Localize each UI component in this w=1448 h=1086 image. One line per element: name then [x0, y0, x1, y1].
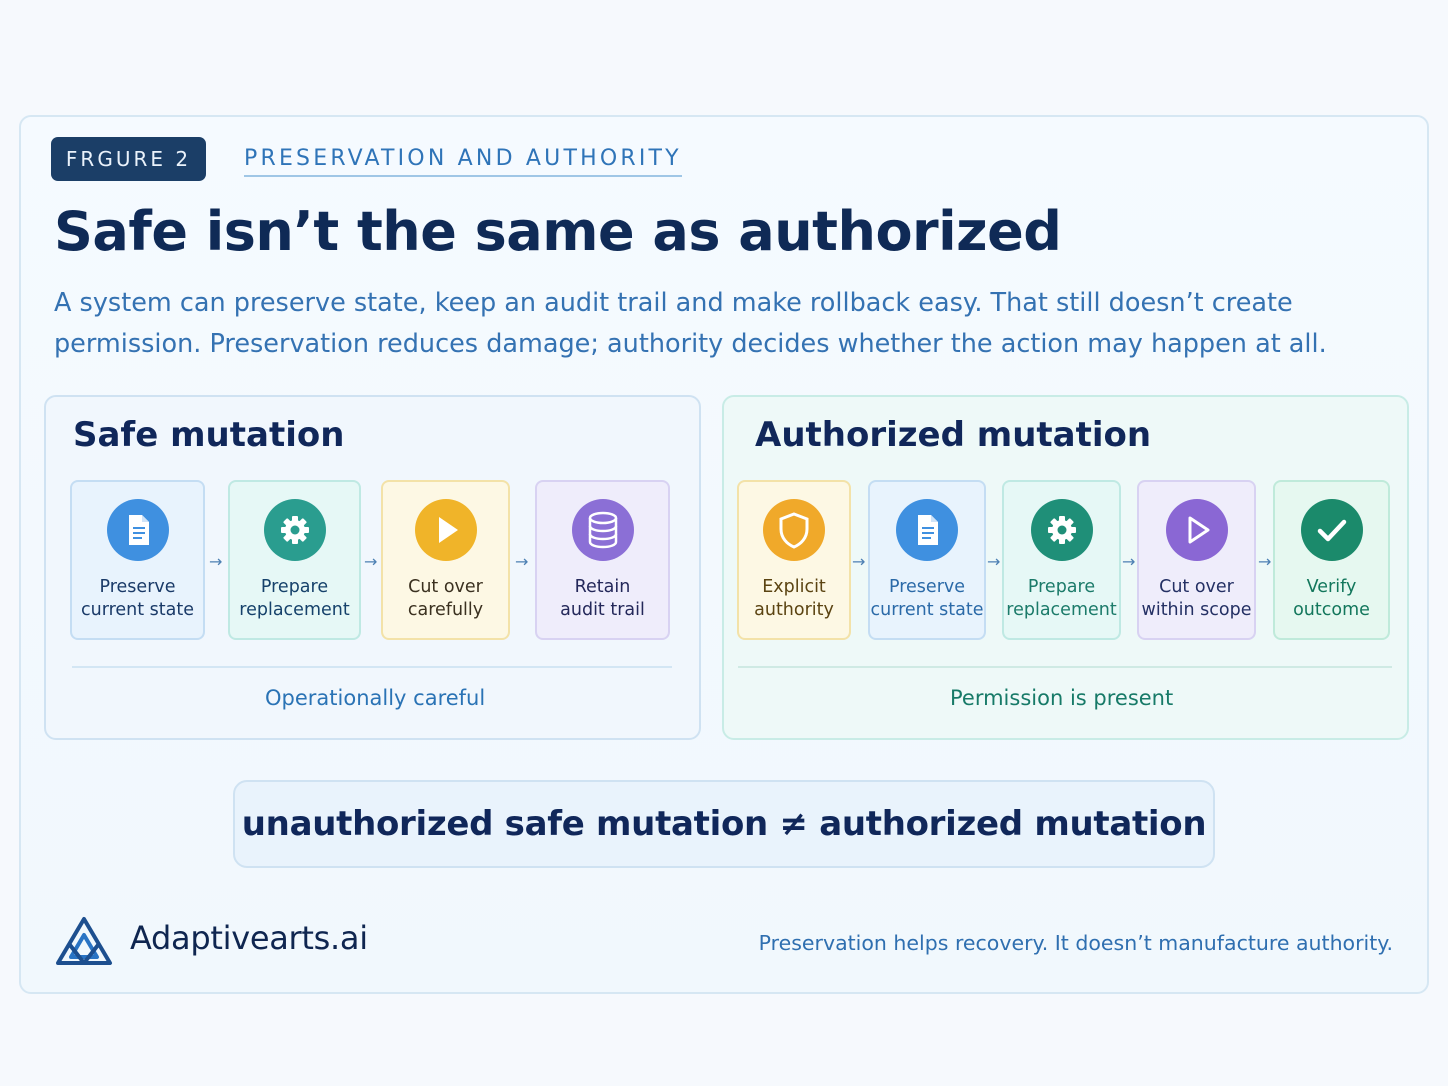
safe-step-cutover: Cut over carefully: [381, 480, 510, 640]
play-outline-icon: [1165, 499, 1228, 561]
safe-step-prepare: Prepare replacement: [228, 480, 361, 640]
arrow-right-icon: →: [209, 552, 223, 571]
auth-step-authority-label: Explicit authority: [754, 577, 834, 620]
inequality-statement: unauthorized safe mutation ≠ authorized …: [233, 780, 1215, 868]
arrow-right-icon: →: [364, 552, 378, 571]
safe-panel-caption: Operationally careful: [265, 686, 486, 710]
safe-step-preserve: Preserve current state: [70, 480, 205, 640]
auth-step-preserve-label: Preserve current state: [870, 577, 984, 620]
document-icon: [106, 499, 169, 561]
figure-subtitle: A system can preserve state, keep an aud…: [54, 288, 1327, 359]
arrow-right-icon: →: [987, 552, 1001, 571]
safe-step-prepare-label: Prepare replacement: [239, 577, 350, 620]
safe-step-retain-label: Retain audit trail: [560, 577, 645, 620]
database-icon: [571, 499, 634, 561]
play-icon: [414, 499, 477, 561]
gear-icon: [1030, 499, 1093, 561]
safe-panel-title: Safe mutation: [73, 415, 345, 455]
safe-step-retain: Retain audit trail: [535, 480, 670, 640]
auth-step-cutover-label: Cut over within scope: [1141, 577, 1252, 620]
auth-step-preserve: Preserve current state: [868, 480, 986, 640]
auth-panel-caption: Permission is present: [950, 686, 1174, 710]
auth-step-cutover: Cut over within scope: [1137, 480, 1256, 640]
safe-panel-divider: [72, 666, 672, 668]
auth-step-verify-label: Verify outcome: [1293, 577, 1370, 620]
figure-label: FRGURE 2: [51, 137, 206, 181]
auth-panel-divider: [738, 666, 1392, 668]
shield-icon: [763, 499, 825, 561]
arrow-right-icon: →: [1122, 552, 1136, 571]
adaptivearts-logo-icon: [52, 915, 116, 967]
document-icon: [896, 499, 958, 561]
auth-step-authority: Explicit authority: [737, 480, 851, 640]
figure-kicker: PRESERVATION AND AUTHORITY: [244, 146, 682, 177]
safe-step-cutover-label: Cut over carefully: [407, 577, 484, 620]
auth-step-prepare: Prepare replacement: [1002, 480, 1121, 640]
gear-icon: [263, 499, 326, 561]
auth-panel-title: Authorized mutation: [755, 415, 1152, 455]
arrow-right-icon: →: [515, 552, 529, 571]
safe-step-preserve-label: Preserve current state: [80, 577, 195, 620]
arrow-right-icon: →: [852, 552, 866, 571]
check-icon: [1300, 499, 1363, 561]
auth-step-verify: Verify outcome: [1273, 480, 1390, 640]
footer-note: Preservation helps recovery. It doesn’t …: [758, 931, 1393, 955]
safe-mutation-panel: Safe mutation Operationally careful: [44, 395, 701, 740]
auth-step-prepare-label: Prepare replacement: [1006, 577, 1117, 620]
brand-name: Adaptivearts.ai: [130, 919, 368, 957]
figure-title: Safe isn’t the same as authorized: [54, 200, 1062, 263]
arrow-right-icon: →: [1258, 552, 1272, 571]
